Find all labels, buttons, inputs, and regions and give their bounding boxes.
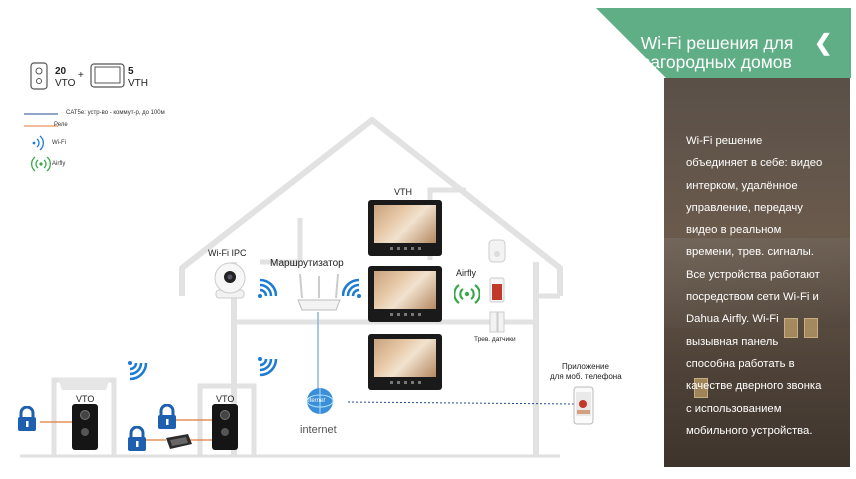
sensors-label: Трев. датчики	[474, 336, 516, 343]
description-panel: Wi-Fi решение объединяет в себе: видео и…	[664, 78, 850, 467]
legend-airfly-text: Airfly	[52, 161, 66, 167]
description-line: управление, передачу	[686, 201, 803, 214]
house-photo-roof	[664, 238, 850, 328]
header-banner	[596, 8, 851, 78]
description-line: Все устройства работают	[686, 268, 820, 281]
router-icon	[297, 273, 341, 311]
vth-monitor	[368, 266, 442, 322]
description-line: мобильного устройства.	[686, 424, 813, 437]
internet-label: internet	[300, 424, 337, 436]
vth-kit-label: VTH	[128, 78, 148, 89]
description-line: видео в реальном	[686, 224, 782, 237]
smartphone-icon	[573, 386, 594, 425]
vto-left-label: VTO	[76, 394, 95, 404]
description-line: объединяет в себе: видео	[686, 157, 823, 170]
house-photo-window	[784, 318, 798, 338]
internet-link	[347, 401, 575, 405]
house-photo-window	[694, 378, 708, 398]
lock-icon	[18, 406, 36, 431]
banner-title-line2: загородных домов	[642, 52, 792, 72]
house-photo-window	[804, 318, 818, 338]
wifi-icon	[342, 278, 361, 298]
kit-plus: +	[78, 70, 84, 81]
relay-controller-icon	[166, 434, 192, 449]
house-roof-outline	[179, 117, 563, 296]
legend-relay-text: Реле	[54, 122, 68, 128]
house-diagram	[20, 117, 575, 458]
lock-icon	[128, 426, 146, 451]
description-text: Wi-Fi решение объединяет в себе: видео и…	[686, 130, 844, 442]
airfly-icon	[454, 284, 480, 304]
airfly-icon	[31, 156, 51, 172]
chevron-left-icon[interactable]: ❮	[814, 30, 833, 55]
wifi-icon	[32, 135, 44, 151]
ipc-label: Wi-Fi IPC	[208, 248, 247, 258]
description-line: Wi-Fi решение	[686, 135, 763, 147]
router-label: Маршрутизатор	[270, 258, 344, 269]
globe-icon	[306, 388, 334, 414]
vth-kit-icon	[90, 63, 125, 88]
description-line: способна работать в	[686, 357, 795, 370]
description-line: с использованием	[686, 402, 782, 415]
description-line: посредством сети Wi-Fi и	[686, 291, 819, 304]
alarm-sensors-icon	[488, 239, 506, 333]
description-line: времени, трев. сигналы.	[686, 246, 814, 259]
legend-cat5-text: CAT5e: устр-во - коммут-р, до 100м	[66, 110, 165, 116]
description-line: интерком, удалённое	[686, 179, 798, 192]
vto-right-label: VTO	[216, 394, 235, 404]
banner-title-line1: Wi-Fi решения для	[640, 33, 794, 53]
vto-door-station	[72, 404, 98, 450]
description-line: Dahua Airfly. Wi-Fi	[686, 313, 779, 326]
lock-icon	[158, 404, 176, 429]
airfly-label: Airfly	[456, 268, 476, 278]
description-line: качестве дверного звонка	[686, 380, 822, 393]
description-line: вызывная панель	[686, 335, 779, 348]
vto-kit-icon	[30, 62, 48, 90]
wifi-icon	[258, 278, 277, 298]
vto-kit-count: 20	[55, 66, 67, 77]
app-label-line1: Приложение	[562, 362, 609, 371]
vth-kit-count: 5	[128, 66, 134, 77]
vto-kit-label: VTO	[55, 78, 76, 89]
vto-door-station	[212, 404, 238, 450]
vth-monitor	[368, 200, 442, 256]
internet-badge: internet	[305, 398, 326, 404]
legend-wifi-text: Wi-Fi	[52, 140, 66, 146]
vth-label: VTH	[394, 187, 412, 197]
legend-symbols	[24, 113, 58, 172]
banner-title: Wi-Fi решения для загородных домов	[612, 34, 822, 72]
wifi-camera-icon	[214, 262, 246, 299]
app-label-line2: для моб. телефона	[550, 372, 622, 381]
wifi-icon	[128, 361, 148, 381]
vth-monitor	[368, 334, 442, 390]
wifi-icon	[258, 357, 278, 377]
